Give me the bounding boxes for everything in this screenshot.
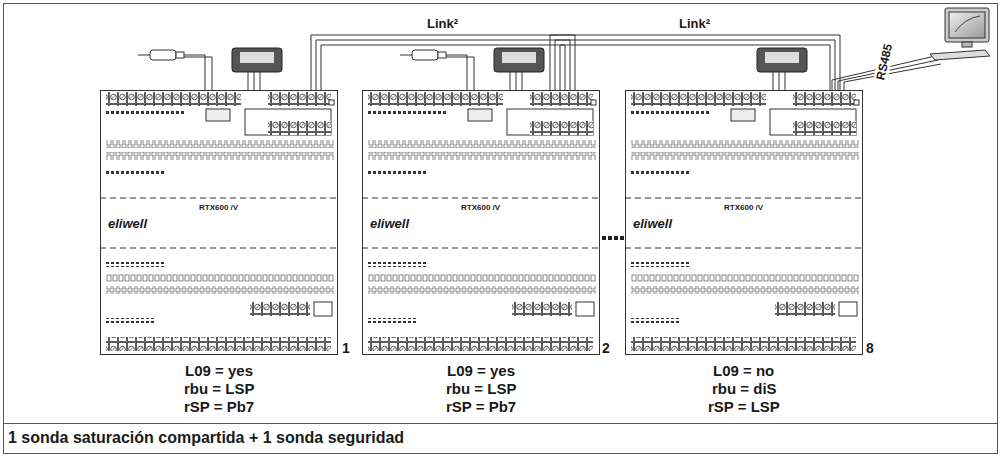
parameter: L09 = no [713,362,774,379]
link-label: Link² [676,16,713,31]
detail [106,274,334,282]
brand-logo: eliwell [633,216,672,231]
housing [101,91,338,355]
detail [106,140,334,148]
terminal-block [775,302,835,316]
detail [368,111,448,116]
housing [626,91,863,355]
link-wire [550,35,840,90]
link-wire [321,45,565,90]
detail [368,152,596,160]
detail [507,109,593,135]
detail [631,140,859,148]
detail [625,248,863,249]
terminal-block [631,337,856,351]
detail [368,262,428,267]
brand-logo: eliwell [108,216,147,231]
probe [400,50,474,90]
detail [368,318,418,323]
terminal-block [530,92,593,106]
detail [468,109,492,121]
terminal-block [268,121,331,135]
detail [625,198,863,199]
detail [314,302,332,316]
detail [631,318,681,323]
link-wire [311,35,575,90]
callout-number: 1 [342,340,350,356]
bus-label: RS485 [873,41,896,84]
detail [100,248,338,249]
controller-box: eliwell RTX600 /V [362,90,600,355]
terminal-block [106,337,331,351]
parameter: rSP = LSP [708,398,780,415]
detail [631,170,691,175]
detail [576,302,594,316]
link-connector [555,40,835,90]
detail [362,248,600,249]
detail [631,262,691,267]
parameter: rbu = LSP [446,380,516,397]
parameter: rSP = Pb7 [446,398,516,415]
parameter: rbu = diS [712,380,777,397]
callout-number: 2 [602,340,610,356]
terminal-block [512,302,572,316]
detail [362,198,600,199]
detail [770,109,856,135]
link-connector [316,40,570,90]
terminal-block [631,92,766,106]
model-name: RTX600 /V [724,203,763,212]
detail [731,109,755,121]
detail [106,286,334,294]
detail [631,274,859,282]
ellipsis-dots [602,236,624,240]
link-wire [560,45,830,90]
terminal-block [530,121,593,135]
display [757,48,807,90]
terminal-block [793,92,856,106]
controller-box: eliwell RTX600 /V [100,90,338,355]
detail [368,286,596,294]
detail [631,152,859,160]
detail [106,262,166,267]
callout-number: 8 [866,340,874,356]
display [494,48,544,90]
detail [106,318,156,323]
brand-logo: eliwell [370,216,409,231]
detail [368,274,596,282]
model-name: RTX600 /V [461,203,500,212]
controller-box: eliwell RTX600 /V [625,90,863,355]
parameter: L09 = yes [185,362,253,379]
model-name: RTX600 /V [199,203,238,212]
detail [368,170,428,175]
detail [206,109,230,121]
probe [138,50,212,90]
detail [591,100,596,105]
detail [106,152,334,160]
detail [631,111,711,116]
terminal-block [268,92,331,106]
terminal-block [368,337,593,351]
display [232,48,282,90]
caption: 1 sonda saturación compartida + 1 sonda … [8,429,404,447]
detail [106,111,186,116]
computer [930,8,990,60]
detail [329,100,334,105]
housing [363,91,600,355]
terminal-block [368,92,503,106]
link-label: Link² [424,16,461,31]
detail [106,170,166,175]
parameter: rbu = LSP [184,380,254,397]
detail [368,140,596,148]
detail [100,198,338,199]
parameter: L09 = yes [447,362,515,379]
terminal-block [250,302,310,316]
detail [631,286,859,294]
parameter: rSP = Pb7 [184,398,254,415]
detail [245,109,331,135]
terminal-block [106,92,241,106]
terminal-block [793,121,856,135]
detail [854,100,859,105]
detail [839,302,857,316]
